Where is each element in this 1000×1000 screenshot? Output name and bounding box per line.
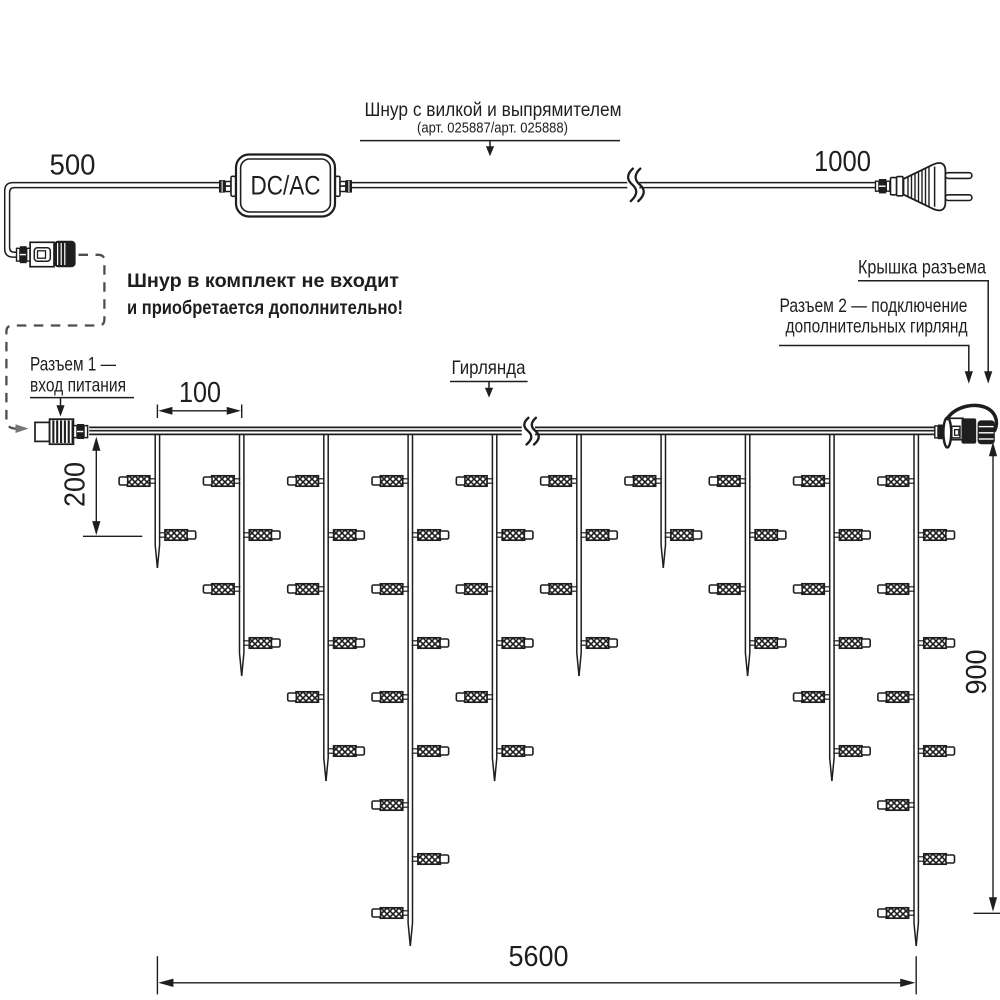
svg-text:100: 100 (179, 377, 221, 409)
svg-text:Разъем 2 — подключение: Разъем 2 — подключение (780, 295, 968, 317)
svg-text:200: 200 (60, 462, 92, 507)
svg-text:500: 500 (50, 150, 96, 182)
svg-text:вход питания: вход питания (30, 375, 126, 397)
svg-text:Шнур с вилкой и выпрямителем: Шнур с вилкой и выпрямителем (365, 99, 622, 121)
svg-text:и приобретается дополнительно!: и приобретается дополнительно! (127, 297, 403, 319)
svg-text:Шнур в комплект не входит: Шнур в комплект не входит (127, 270, 399, 292)
svg-text:Гирлянда: Гирлянда (452, 357, 526, 379)
svg-text:дополнительных гирлянд: дополнительных гирлянд (786, 316, 968, 338)
svg-text:DC/AC: DC/AC (251, 171, 321, 201)
svg-text:1000: 1000 (814, 146, 871, 178)
svg-text:5600: 5600 (509, 941, 569, 973)
svg-text:900: 900 (961, 650, 993, 695)
svg-text:(арт. 025887/арт. 025888): (арт. 025887/арт. 025888) (417, 120, 568, 136)
svg-text:Разъем 1 —: Разъем 1 — (30, 354, 116, 376)
svg-text:Крышка разъема: Крышка разъема (858, 257, 986, 279)
